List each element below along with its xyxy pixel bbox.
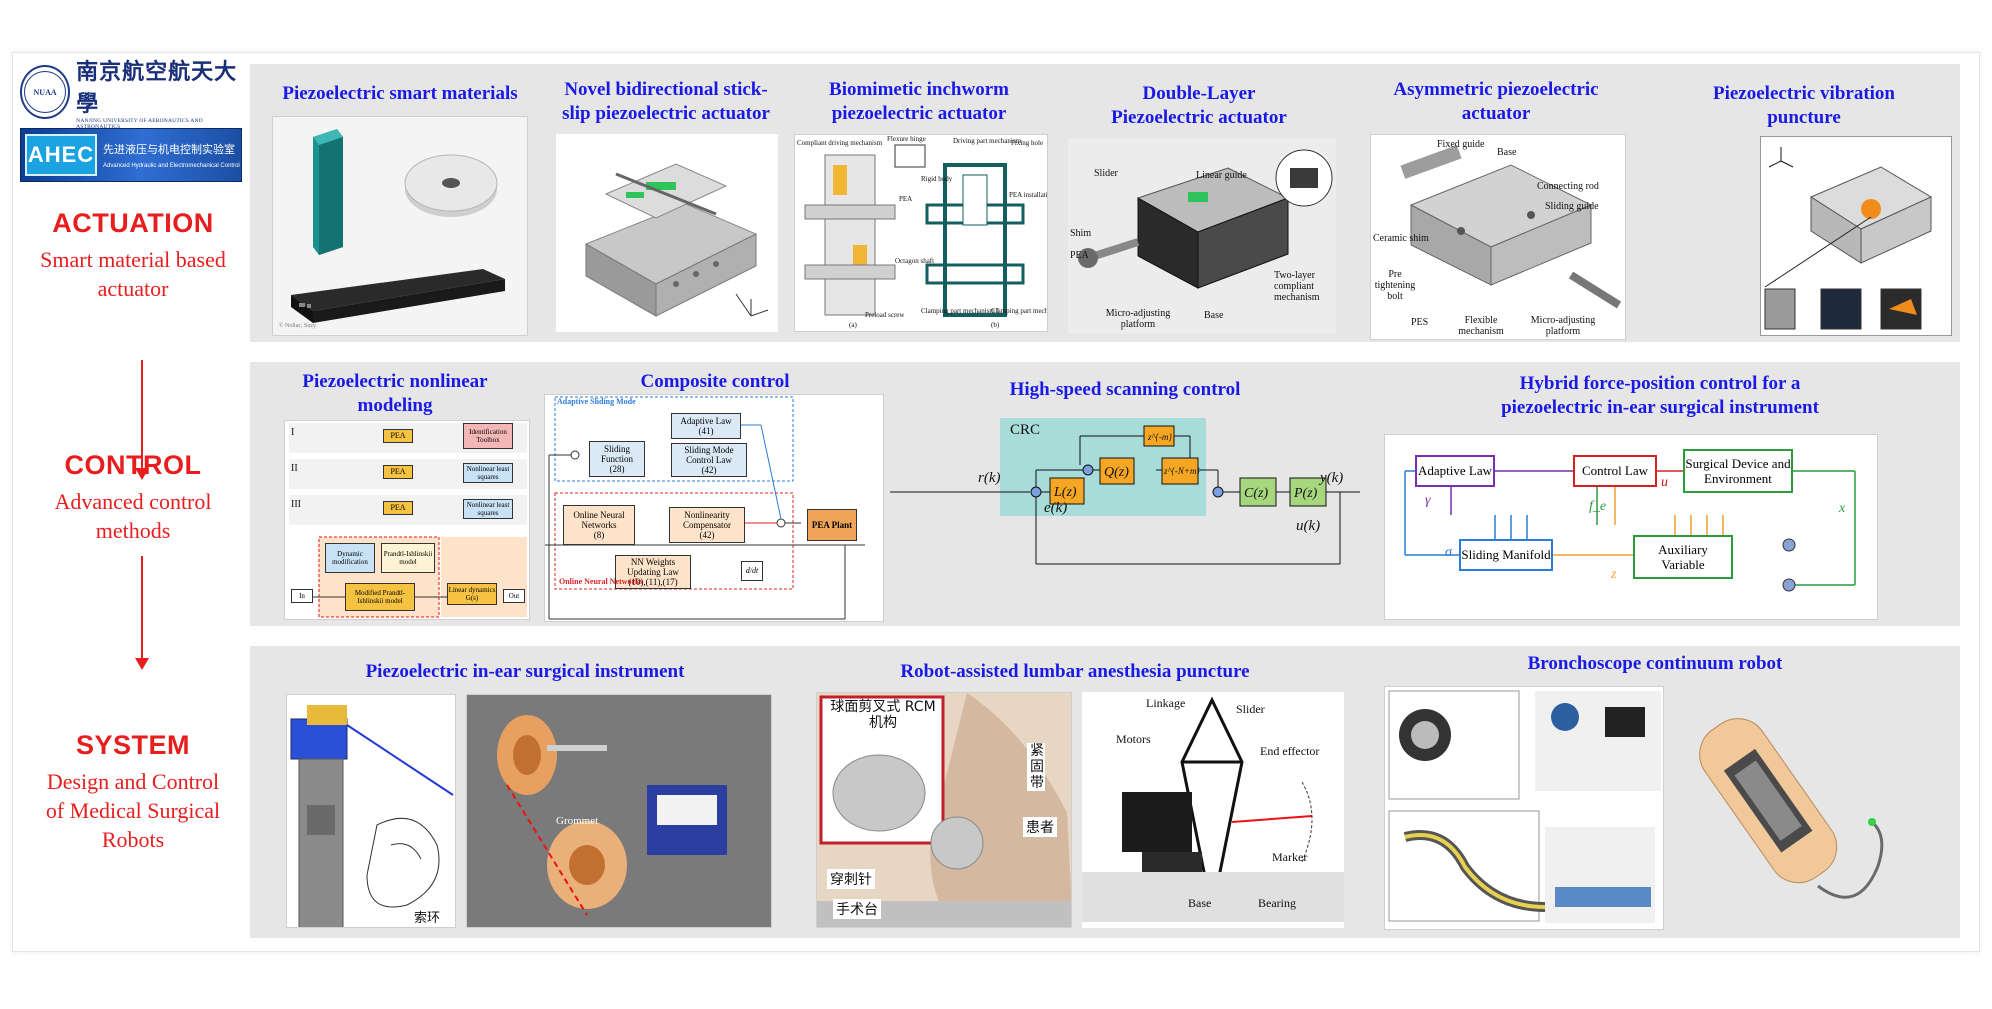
panel-high-speed-scanning: High-speed scanning control <box>890 362 1360 626</box>
asymmetric-image: Fixed guide Base Connecting rod Sliding … <box>1370 134 1626 340</box>
r-label: r(k) <box>978 470 1001 486</box>
lab-name-en: Advanced Hydraulic and Electromechanical… <box>103 163 240 169</box>
panel-title: High-speed scanning control <box>1009 379 1241 400</box>
panel-bronchoscope: Bronchoscope continuum robot <box>1350 646 1960 938</box>
panel-stick-slip: Novel bidirectional stick- slip piezoele… <box>548 64 784 342</box>
p-block: P(z) <box>1293 486 1318 501</box>
panel-title-line2: slip piezoelectric actuator <box>562 103 770 124</box>
e-label: e(k) <box>1044 500 1067 516</box>
category-actuation: ACTUATION Smart material based actuator <box>40 208 226 301</box>
in-ear-cad-image: 索环 <box>286 694 456 928</box>
u-label: u(k) <box>1296 518 1320 534</box>
bronchoscope-robot-render <box>1668 686 1908 930</box>
panel-title: Piezoelectric smart materials <box>282 83 518 104</box>
scanning-diagram: CRC r(k) e(k) y(k) u(k) L(z) Q(z) z^{-m}… <box>890 418 1360 565</box>
panel-title-line2: actuator <box>1461 103 1531 124</box>
panel-composite-control: Composite control Adaptive Sliding Mode … <box>540 362 890 626</box>
panel-asymmetric: Asymmetric piezoelectric actuator Fixed … <box>1344 64 1648 342</box>
arrow-control-system <box>141 556 143 660</box>
materials-image: © Noliac, Suzy <box>272 116 528 336</box>
panel-inchworm: Biomimetic inchworm piezoelectric actuat… <box>784 64 1054 342</box>
panel-vibration-puncture: Piezoelectric vibration puncture <box>1648 64 1960 342</box>
panel-nonlinear-modeling: Piezoelectric nonlinear modeling I II II… <box>250 362 540 626</box>
panel-title: Composite control <box>640 371 790 392</box>
panel-title-line1: Piezoelectric vibration <box>1712 83 1895 104</box>
panel-title: Robot-assisted lumbar anesthesia punctur… <box>900 661 1250 682</box>
panel-hybrid-control: Hybrid force-position control for a piez… <box>1360 362 1960 626</box>
q-block: Q(z) <box>1104 465 1129 480</box>
panel-smart-materials: Piezoelectric smart materials © Noliac, … <box>250 64 550 342</box>
double-layer-image: Slider Linear guide Shim PEA Two-layer c… <box>1068 138 1336 334</box>
panel-double-layer: Double-Layer Piezoelectric actuator Slid… <box>1054 64 1344 342</box>
znm-block: z^{-N+m} <box>1163 466 1200 476</box>
row-control: Piezoelectric nonlinear modeling I II II… <box>250 362 1960 626</box>
arrow-head-2 <box>135 658 149 670</box>
lab-name-cn: 先进液压与机电控制实验室 <box>103 144 235 156</box>
category-system: SYSTEM Design and Control of Medical Sur… <box>45 730 221 852</box>
category-control: CONTROL Advanced control methods <box>54 450 212 543</box>
panel-title-line1: Piezoelectric nonlinear <box>302 371 488 392</box>
c-block: C(z) <box>1244 486 1268 501</box>
lab-logo: AHEC 先进液压与机电控制实验室 Advanced Hydraulic and… <box>20 128 242 182</box>
panel-title: Piezoelectric in-ear surgical instrument <box>365 661 685 682</box>
panel-title: Bronchoscope continuum robot <box>1527 653 1783 674</box>
arrow-head-1 <box>135 468 149 480</box>
figure-frame <box>12 52 1980 952</box>
bronchoscope-system-diagram <box>1384 686 1664 930</box>
row-actuation: Piezoelectric smart materials © Noliac, … <box>250 64 1960 342</box>
lumbar-mechanism: Linkage Slider Motors End effector Marke… <box>1082 692 1344 928</box>
panel-title-line1: Hybrid force-position control for a <box>1519 373 1801 394</box>
in-ear-photo: Grommet <box>466 694 772 928</box>
zm-block: z^{-m} <box>1147 432 1172 442</box>
inchworm-image: Compliant driving mechanism Flexure hing… <box>794 134 1048 332</box>
lab-badge: AHEC <box>25 134 97 176</box>
y-label: y(k) <box>1318 470 1343 486</box>
university-name-en: NANJING UNIVERSITY OF AERONAUTICS AND AS… <box>76 118 203 130</box>
lumbar-render: 球面剪叉式 RCM机构 紧固带 患者 穿刺针 手术台 <box>816 692 1072 928</box>
left-column: NUAA 南京航空航天大學 NANJING UNIVERSITY OF AERO… <box>18 58 248 948</box>
panel-title-line1: Asymmetric piezoelectric <box>1393 79 1599 100</box>
panel-in-ear-instrument: Piezoelectric in-ear surgical instrument… <box>250 646 800 938</box>
arrow-actuation-control <box>141 360 143 470</box>
panel-title-line1: Biomimetic inchworm <box>829 79 1009 100</box>
university-seal-icon: NUAA <box>20 65 71 119</box>
vibration-image <box>1760 136 1952 336</box>
crc-label: CRC <box>1010 422 1040 438</box>
university-logo: NUAA 南京航空航天大學 NANJING UNIVERSITY OF AERO… <box>20 59 246 130</box>
panel-title-line2: Piezoelectric actuator <box>1111 107 1287 128</box>
stick-slip-image <box>556 134 778 332</box>
university-name-cn: 南京航空航天大學 <box>76 59 238 116</box>
panel-title-line1: Double-Layer <box>1142 83 1256 104</box>
modeling-diagram: I II III PEA PEA PEA Identification Tool… <box>284 420 530 620</box>
l-block: L(z) <box>1053 485 1077 500</box>
panel-title-line2: puncture <box>1767 107 1841 128</box>
hybrid-diagram: Adaptive Law Control Law Surgical Device… <box>1384 434 1878 620</box>
panel-title-line2: piezoelectric in-ear surgical instrument <box>1501 397 1819 418</box>
panel-title-line2: modeling <box>357 395 433 416</box>
row-system: Piezoelectric in-ear surgical instrument… <box>250 646 1960 938</box>
panel-lumbar-puncture: Robot-assisted lumbar anesthesia punctur… <box>800 646 1350 938</box>
panel-title-line2: piezoelectric actuator <box>831 103 1007 124</box>
composite-diagram: Adaptive Sliding Mode Adaptive Law(41) S… <box>544 394 884 622</box>
panel-title-line1: Novel bidirectional stick- <box>564 79 768 100</box>
